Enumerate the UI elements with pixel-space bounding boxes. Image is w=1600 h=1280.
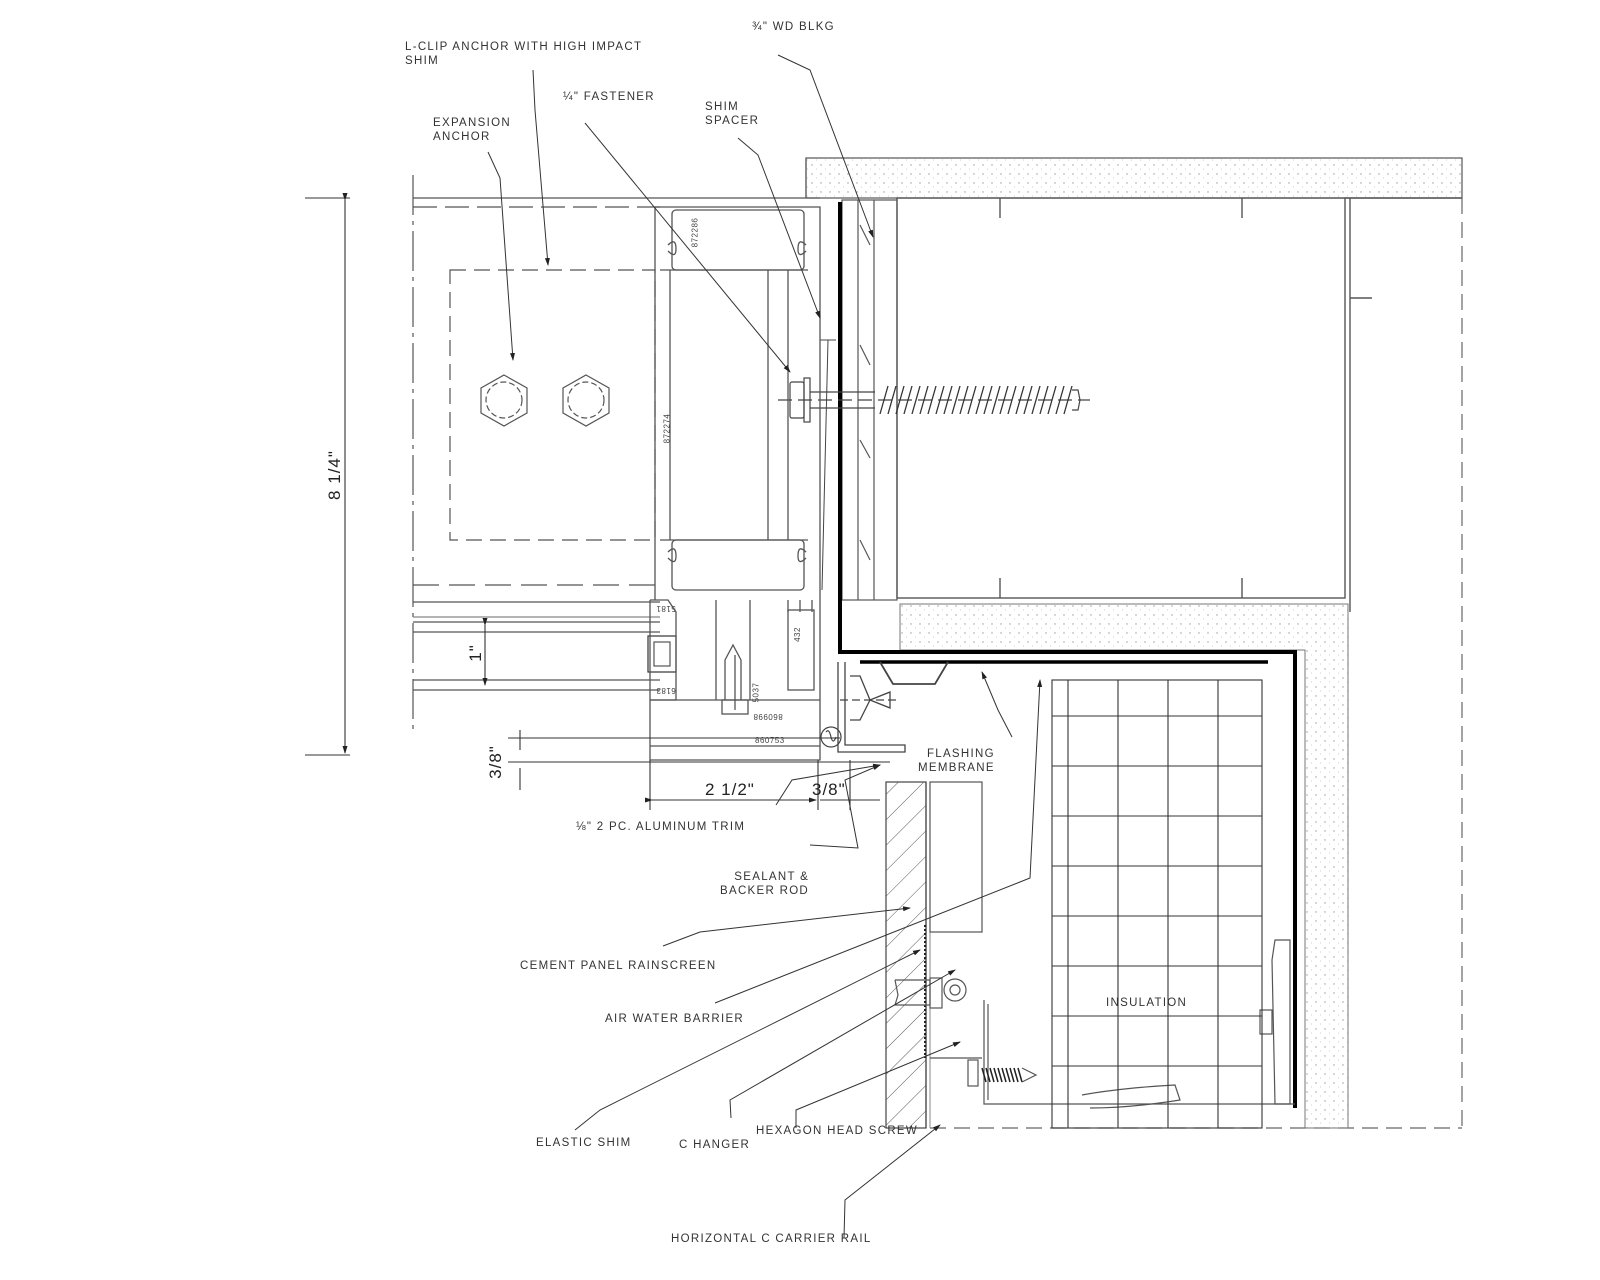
label-flashing-membrane: FLASHING MEMBRANE	[918, 748, 995, 774]
aluminum-trim	[837, 661, 949, 753]
leader-lines	[487, 54, 1043, 1239]
label-aluminum-trim: ⅛" 2 PC. ALUMINUM TRIM	[576, 821, 746, 833]
hex-nut-right	[562, 374, 610, 427]
concrete-slab	[805, 157, 1463, 199]
shim-spacer	[820, 339, 836, 591]
dim-glass-thickness: 1"	[466, 644, 485, 662]
carrier-rail-and-hanger	[894, 781, 1295, 1109]
part-number-872286: 872286	[690, 217, 700, 248]
dim-frame-depth: 2 1/2"	[705, 780, 755, 799]
part-number-860998: 860998	[753, 712, 783, 721]
sill-frame	[649, 599, 821, 761]
expansion-anchor-nuts	[480, 374, 610, 427]
label-wd-blkg: ¾" WD BLKG	[752, 21, 835, 33]
label-hexagon-head-screw: HEXAGON HEAD SCREW	[756, 1125, 919, 1137]
label-air-water-barrier: AIR WATER BARRIER	[605, 1013, 745, 1025]
hex-nut-left	[480, 374, 528, 427]
cement-panel	[885, 781, 931, 1129]
dimension-lines	[305, 193, 890, 810]
head-fastener	[778, 377, 1090, 423]
part-number-5181: 5181	[656, 604, 676, 613]
label-expansion-anchor: EXPANSION ANCHOR	[433, 117, 511, 143]
label-l-clip-anchor: L-CLIP ANCHOR WITH HIGH IMPACT SHIM	[405, 41, 643, 67]
part-number-872274: 872274	[662, 413, 672, 444]
part-number-6183: 6183	[656, 686, 676, 695]
flashing-membrane-line	[838, 202, 1297, 1108]
label-cement-panel-rainscreen: CEMENT PANEL RAINSCREEN	[520, 960, 717, 972]
window-frame-head	[654, 206, 821, 600]
part-number-5037: 5037	[751, 682, 761, 703]
glazing-unit	[413, 621, 677, 691]
dim-sill-offset: 3/8"	[486, 745, 505, 779]
sealant-backer-rod	[820, 726, 842, 748]
part-number-432: 432	[792, 627, 802, 642]
label-fastener: ¼" FASTENER	[563, 91, 655, 103]
label-sealant-backer-rod: SEALANT & BACKER ROD	[720, 871, 810, 897]
label-shim-spacer: SHIM SPACER	[705, 101, 760, 127]
dim-joint-width: 3/8"	[812, 780, 846, 799]
label-c-hanger: C HANGER	[679, 1139, 751, 1151]
insulation-grid	[1051, 679, 1263, 1129]
dim-overall-height: 8 1/4"	[325, 450, 344, 500]
steel-stud-framing	[896, 197, 1462, 612]
label-insulation: INSULATION	[1106, 997, 1188, 1009]
label-horizontal-c-carrier-rail: HORIZONTAL C CARRIER RAIL	[671, 1233, 872, 1245]
part-number-860753: 860753	[755, 736, 785, 745]
label-elastic-shim: ELASTIC SHIM	[536, 1137, 632, 1149]
